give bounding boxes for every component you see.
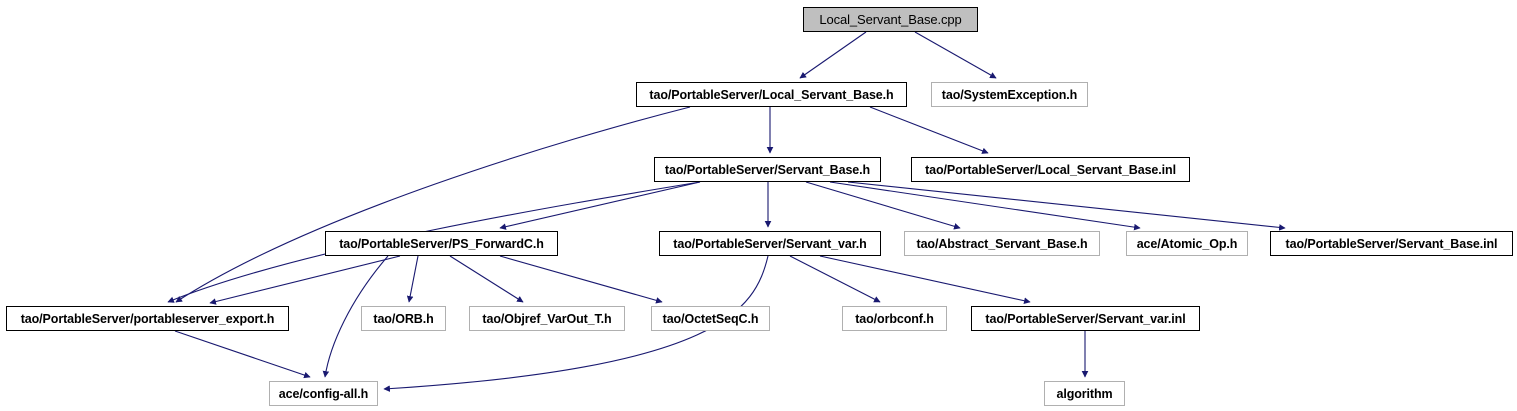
graph-edge-n0-to-n2	[914, 31, 997, 79]
graph-edge-n0-to-n1	[799, 31, 867, 79]
graph-node-n3[interactable]: tao/PortableServer/Servant_Base.h	[654, 157, 881, 182]
graph-node-label: tao/PortableServer/Local_Servant_Base.h	[649, 87, 894, 102]
graph-node-n16[interactable]: ace/config-all.h	[269, 381, 378, 406]
graph-edge-n3-to-n5	[499, 181, 701, 230]
graph-node-label: tao/PortableServer/Servant_var.h	[673, 236, 867, 251]
graph-node-n4[interactable]: tao/PortableServer/Local_Servant_Base.in…	[911, 157, 1190, 182]
graph-node-label: ace/Atomic_Op.h	[1136, 236, 1238, 251]
graph-node-label: tao/PortableServer/Servant_Base.h	[664, 162, 871, 177]
graph-node-n12[interactable]: tao/Objref_VarOut_T.h	[469, 306, 625, 331]
graph-node-label: tao/Abstract_Servant_Base.h	[916, 236, 1088, 251]
graph-edge-n5-to-n12	[449, 255, 524, 303]
graph-node-label: ace/config-all.h	[278, 386, 369, 401]
graph-edge-n3-to-n10	[167, 181, 701, 303]
graph-node-n9[interactable]: tao/PortableServer/Servant_Base.inl	[1270, 231, 1513, 256]
graph-node-n0[interactable]: Local_Servant_Base.cpp	[803, 7, 978, 32]
graph-node-label: tao/orbconf.h	[855, 311, 934, 326]
graph-edge-n6-to-n14	[789, 255, 881, 303]
graph-node-n7[interactable]: tao/Abstract_Servant_Base.h	[904, 231, 1100, 256]
graph-node-label: tao/PortableServer/Servant_var.inl	[985, 311, 1186, 326]
graph-node-label: tao/PortableServer/Servant_Base.inl	[1285, 236, 1498, 251]
edges-group	[167, 31, 1286, 392]
graph-node-label: Local_Servant_Base.cpp	[819, 12, 962, 27]
graph-edge-n1-to-n10	[175, 106, 691, 303]
graph-node-n6[interactable]: tao/PortableServer/Servant_var.h	[659, 231, 881, 256]
graph-edge-n5-to-n10	[209, 255, 401, 305]
graph-node-label: tao/ORB.h	[373, 311, 434, 326]
graph-edge-n5-to-n11	[406, 255, 419, 303]
graph-edge-n3-to-n7	[805, 181, 961, 230]
graph-node-n14[interactable]: tao/orbconf.h	[842, 306, 947, 331]
graph-node-label: tao/PortableServer/Local_Servant_Base.in…	[925, 162, 1176, 177]
graph-node-n5[interactable]: tao/PortableServer/PS_ForwardC.h	[325, 231, 558, 256]
graph-node-n11[interactable]: tao/ORB.h	[361, 306, 446, 331]
graph-node-label: tao/Objref_VarOut_T.h	[482, 311, 612, 326]
graph-edge-n5-to-n16	[322, 255, 389, 378]
graph-edge-n3-to-n9	[847, 181, 1286, 231]
graph-node-n10[interactable]: tao/PortableServer/portableserver_export…	[6, 306, 289, 331]
graph-node-label: algorithm	[1056, 386, 1113, 401]
graph-node-n8[interactable]: ace/Atomic_Op.h	[1126, 231, 1248, 256]
graph-node-label: tao/OctetSeqC.h	[662, 311, 759, 326]
graph-edge-n6-to-n16	[383, 255, 769, 392]
graph-edge-n10-to-n16	[174, 330, 311, 379]
graph-node-label: tao/SystemException.h	[941, 87, 1078, 102]
graph-node-n15[interactable]: tao/PortableServer/Servant_var.inl	[971, 306, 1200, 331]
graph-node-label: tao/PortableServer/portableserver_export…	[20, 311, 275, 326]
graph-node-n17[interactable]: algorithm	[1044, 381, 1125, 406]
graph-node-label: tao/PortableServer/PS_ForwardC.h	[339, 236, 544, 251]
graph-edge-n1-to-n4	[869, 106, 989, 154]
graph-edge-n3-to-n8	[829, 181, 1141, 231]
graph-edge-n5-to-n13	[499, 255, 663, 304]
graph-edge-n6-to-n15	[819, 255, 1031, 304]
graph-node-n2[interactable]: tao/SystemException.h	[931, 82, 1088, 107]
graph-node-n13[interactable]: tao/OctetSeqC.h	[651, 306, 770, 331]
graph-node-n1[interactable]: tao/PortableServer/Local_Servant_Base.h	[636, 82, 907, 107]
